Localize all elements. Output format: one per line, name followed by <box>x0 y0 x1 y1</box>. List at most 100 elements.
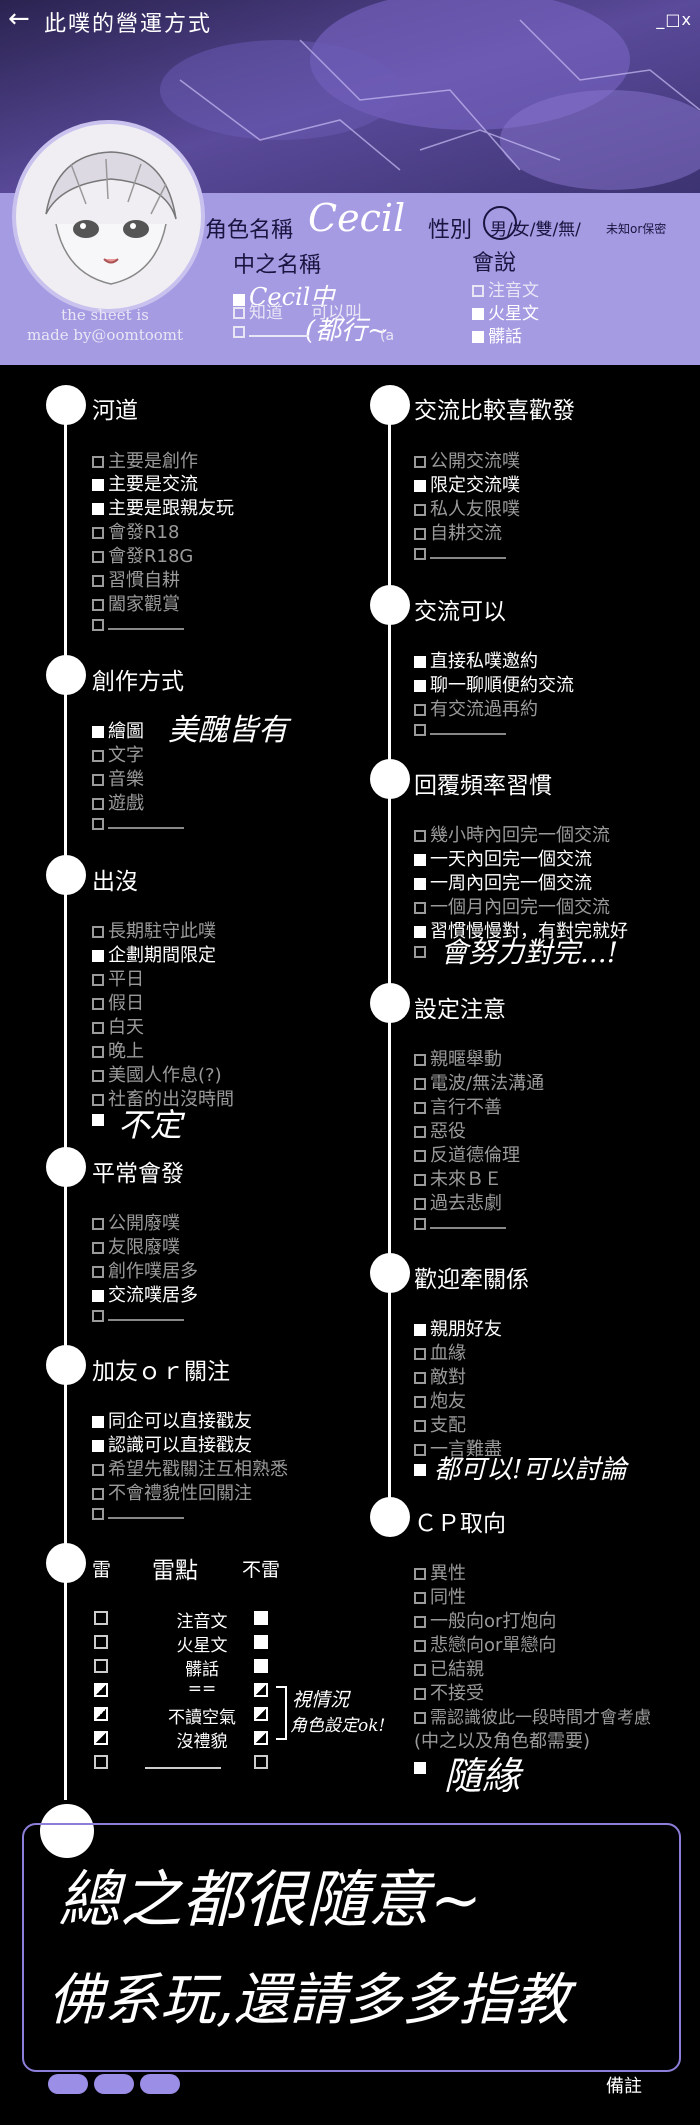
speak-option-zhuyin[interactable]: 注音文 <box>472 276 539 301</box>
river-item-self-rp[interactable]: 習慣自耕 <box>92 566 180 592</box>
mine-yes-box[interactable] <box>94 1731 108 1745</box>
create-item-drawing[interactable]: 繪圖 <box>92 717 144 743</box>
river-item-friends[interactable]: 主要是跟親友玩 <box>92 494 234 520</box>
player-known-checkbox[interactable] <box>233 307 245 319</box>
follow-item-0[interactable]: 同企可以直接戳友 <box>92 1407 252 1433</box>
gender-unknown-option[interactable]: 未知or保密 <box>606 222 667 236</box>
mine-no-box[interactable] <box>254 1659 268 1673</box>
exchange-can-item-1[interactable]: 聊一聊順便約交流 <box>414 671 574 697</box>
cp-item-custom[interactable] <box>414 1757 430 1778</box>
create-item-blank[interactable] <box>92 813 184 834</box>
cp-item-1[interactable]: 同性 <box>414 1583 466 1609</box>
appear-item-0[interactable]: 長期駐守此噗 <box>92 917 216 943</box>
follow-item-2[interactable]: 希望先戳關注互相熟悉 <box>92 1455 288 1481</box>
follow-item-blank[interactable] <box>92 1503 184 1524</box>
appear-item-custom[interactable] <box>92 1109 108 1130</box>
page-indicator-pill[interactable] <box>48 2074 88 2094</box>
page-indicator-pill[interactable] <box>94 2074 134 2094</box>
mine-no-box[interactable] <box>254 1635 268 1649</box>
appear-item-3[interactable]: 假日 <box>92 989 144 1015</box>
usual-item-3[interactable]: 交流噗居多 <box>92 1281 198 1307</box>
appear-item-4[interactable]: 白天 <box>92 1013 144 1039</box>
exchange-like-item-blank[interactable] <box>414 543 506 564</box>
mine-no-box[interactable] <box>254 1755 268 1769</box>
page-indicator-pill[interactable] <box>140 2074 180 2094</box>
appear-item-5[interactable]: 晚上 <box>92 1037 144 1063</box>
reply-item-4[interactable]: 習慣慢慢對，有對完就好 <box>414 917 628 943</box>
cp-item-3[interactable]: 悲戀向or單戀向 <box>414 1631 556 1657</box>
setting-item-3[interactable]: 惡役 <box>414 1117 466 1143</box>
player-blank-checkbox[interactable] <box>233 326 245 338</box>
exchange-can-item-0[interactable]: 直接私噗邀約 <box>414 647 538 673</box>
relation-item-custom[interactable] <box>414 1459 430 1480</box>
reply-item-0[interactable]: 幾小時內回完一個交流 <box>414 821 610 847</box>
exchange-like-item-3[interactable]: 自耕交流 <box>414 519 502 545</box>
setting-item-2[interactable]: 言行不善 <box>414 1093 502 1119</box>
speak-option-swear[interactable]: 髒話 <box>472 322 522 347</box>
setting-item-5[interactable]: 未來ＢＥ <box>414 1165 502 1191</box>
usual-item-2[interactable]: 創作噗居多 <box>92 1257 198 1283</box>
river-item-r18g[interactable]: 會發R18G <box>92 542 193 568</box>
relation-item-5[interactable]: 一言難盡 <box>414 1435 502 1461</box>
speak-option-martian[interactable]: 火星文 <box>472 299 539 324</box>
mine-row-blank[interactable] <box>145 1767 221 1769</box>
mine-yes-box[interactable] <box>94 1683 108 1697</box>
player-blank-row[interactable] <box>233 322 309 342</box>
mine-no-box[interactable] <box>254 1707 268 1721</box>
appear-item-2[interactable]: 平日 <box>92 965 144 991</box>
mine-yes-box[interactable] <box>94 1635 108 1649</box>
mine-yes-box[interactable] <box>94 1707 108 1721</box>
relation-item-0[interactable]: 親朋好友 <box>414 1315 502 1341</box>
create-item-text[interactable]: 文字 <box>92 741 144 767</box>
follow-item-1[interactable]: 認識可以直接戳友 <box>92 1431 252 1457</box>
setting-item-6[interactable]: 過去悲劇 <box>414 1189 502 1215</box>
reply-item-2[interactable]: 一周內回完一個交流 <box>414 869 592 895</box>
player-name-row[interactable]: Cecil中 <box>233 277 334 312</box>
create-item-game[interactable]: 遊戲 <box>92 789 144 815</box>
cp-item-6[interactable]: 需認識彼此一段時間才會考慮 <box>414 1703 651 1728</box>
river-item-family[interactable]: 闔家觀賞 <box>92 590 180 616</box>
setting-item-1[interactable]: 電波/無法溝通 <box>414 1069 544 1095</box>
exchange-can-item-blank[interactable] <box>414 719 506 740</box>
mine-no-box[interactable] <box>254 1731 268 1745</box>
cp-item-5[interactable]: 不接受 <box>414 1679 484 1705</box>
mine-yes-box[interactable] <box>94 1755 108 1769</box>
player-name-checkbox[interactable] <box>233 294 245 306</box>
setting-item-0[interactable]: 親暱舉動 <box>414 1045 502 1071</box>
cp-item-0[interactable]: 異性 <box>414 1559 466 1585</box>
player-known-row[interactable]: 知道可以叫 <box>233 298 362 323</box>
relation-item-2[interactable]: 敵對 <box>414 1363 466 1389</box>
exchange-like-item-2[interactable]: 私人友限噗 <box>414 495 520 521</box>
usual-item-0[interactable]: 公開廢噗 <box>92 1209 180 1235</box>
relation-item-1[interactable]: 血緣 <box>414 1339 466 1365</box>
relation-item-4[interactable]: 支配 <box>414 1411 466 1437</box>
river-item-blank[interactable] <box>92 614 184 635</box>
setting-item-4[interactable]: 反道德倫理 <box>414 1141 520 1167</box>
exchange-like-item-1[interactable]: 限定交流噗 <box>414 471 520 497</box>
appear-item-6[interactable]: 美國人作息(?) <box>92 1061 222 1087</box>
back-arrow-icon[interactable]: ← <box>8 4 30 34</box>
mine-yes-box[interactable] <box>94 1611 108 1625</box>
mine-yes-box[interactable] <box>94 1659 108 1673</box>
follow-item-3[interactable]: 不會禮貌性回關注 <box>92 1479 252 1505</box>
river-item-creation[interactable]: 主要是創作 <box>92 447 198 473</box>
river-item-r18[interactable]: 會發R18 <box>92 518 179 544</box>
appear-item-1[interactable]: 企劃期間限定 <box>92 941 216 967</box>
reply-item-3[interactable]: 一個月內回完一個交流 <box>414 893 610 919</box>
setting-item-blank[interactable] <box>414 1213 506 1234</box>
exchange-like-item-0[interactable]: 公開交流噗 <box>414 447 520 473</box>
cp-item-2[interactable]: 一般向or打炮向 <box>414 1607 556 1633</box>
usual-item-blank[interactable] <box>92 1305 184 1326</box>
reply-item-custom[interactable] <box>414 941 430 962</box>
appear-item-7[interactable]: 社畜的出沒時間 <box>92 1085 234 1111</box>
cp-item-4[interactable]: 已結親 <box>414 1655 484 1681</box>
relation-item-3[interactable]: 炮友 <box>414 1387 466 1413</box>
exchange-can-item-2[interactable]: 有交流過再約 <box>414 695 538 721</box>
mine-no-box[interactable] <box>254 1611 268 1625</box>
reply-item-1[interactable]: 一天內回完一個交流 <box>414 845 592 871</box>
river-item-exchange[interactable]: 主要是交流 <box>92 470 198 496</box>
mine-no-box[interactable] <box>254 1683 268 1697</box>
usual-item-1[interactable]: 友限廢噗 <box>92 1233 180 1259</box>
window-controls[interactable]: _□x <box>656 10 692 29</box>
create-item-music[interactable]: 音樂 <box>92 765 144 791</box>
